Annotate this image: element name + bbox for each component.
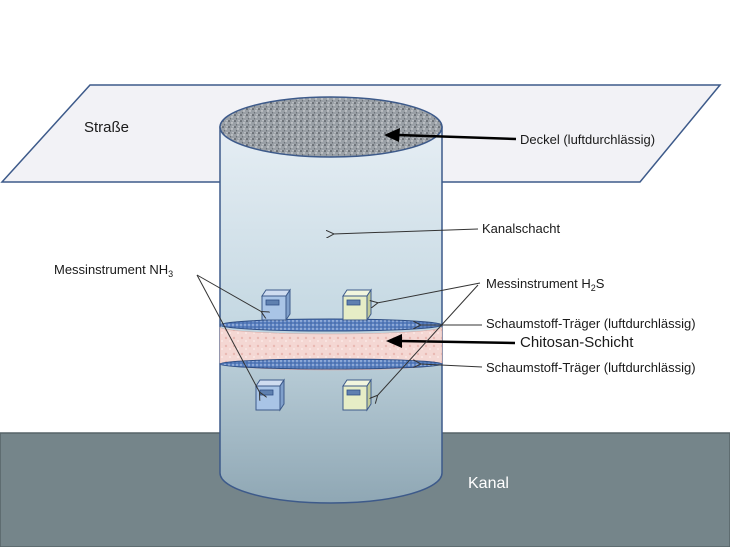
label-chitosan: Chitosan-Schicht: [520, 334, 634, 351]
arrow-nh3-bottom: [196, 274, 260, 393]
label-h2s-prefix: Messinstrument H: [486, 276, 591, 291]
foam-carrier-top: [219, 318, 443, 332]
label-strasse: Straße: [84, 119, 130, 136]
h2s-instrument-top: [342, 288, 372, 322]
lid: [219, 96, 443, 158]
arrow-deckel: [384, 128, 517, 142]
arrow-h2s-bottom: [377, 284, 479, 396]
h2s-instrument-bottom: [342, 378, 372, 412]
shaft-cylinder: [219, 126, 443, 504]
label-h2s-suffix: S: [595, 276, 605, 291]
nh3-instrument-bottom: [255, 378, 285, 412]
arrow-h2s-top: [377, 282, 481, 303]
nh3-instrument-top: [261, 288, 291, 322]
label-nh3-prefix: Messinstrument NH: [54, 262, 169, 277]
label-kanalschacht: Kanalschacht: [482, 221, 561, 236]
arrow-schaum-bottom: [420, 364, 483, 367]
label-messinstrument-h2s: Messinstrument H2S: [486, 276, 605, 293]
label-schaum-top: Schaumstoff-Träger (luftdurchlässig): [486, 316, 696, 331]
label-messinstrument-nh3: Messinstrument NH3: [54, 262, 174, 279]
label-kanal: Kanal: [468, 475, 509, 492]
label-deckel: Deckel (luftdurchlässig): [520, 132, 656, 147]
arrow-chitosan: [386, 334, 516, 348]
label-h2s-subscript: 2: [590, 283, 596, 293]
arrow-nh3-top: [196, 274, 262, 312]
arrow-kanalschacht: [333, 228, 479, 234]
label-schaum-bottom: Schaumstoff-Träger (luftdurchlässig): [486, 360, 696, 375]
foam-carrier-bottom: [219, 358, 443, 370]
label-nh3-subscript: 3: [168, 269, 174, 279]
